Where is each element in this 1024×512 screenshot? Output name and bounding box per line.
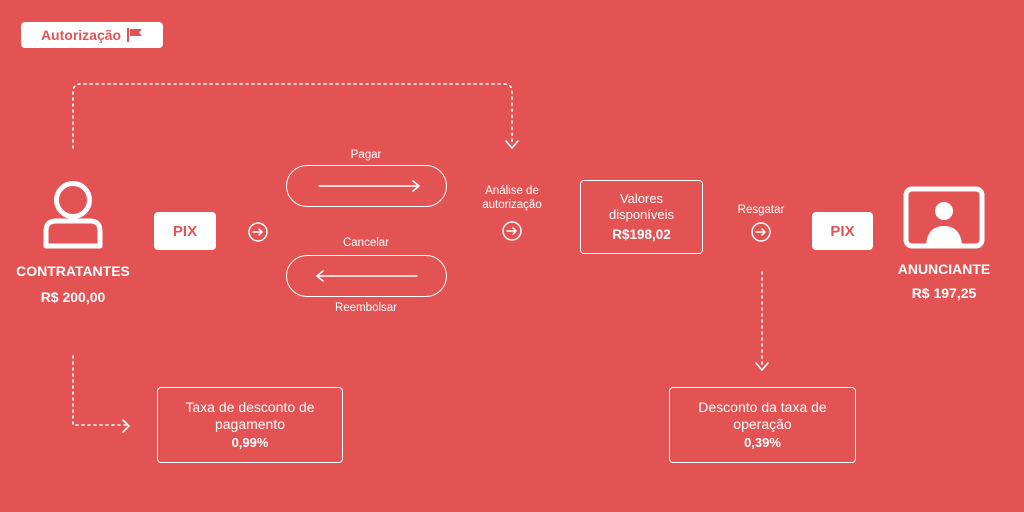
analysis-line2: autorização: [482, 199, 542, 211]
user-icon: [43, 181, 103, 249]
pay-pill: [286, 165, 447, 207]
available-values-box: Valores disponíveis R$198,02: [580, 180, 703, 254]
cancel-label: Cancelar: [342, 237, 390, 249]
available-amount: R$198,02: [612, 226, 671, 242]
refund-label: Reembolsar: [335, 302, 397, 314]
operation-fee-value: 0,39%: [744, 435, 781, 450]
pay-arrow: [318, 180, 421, 192]
payment-fee-box: Taxa de desconto de pagamento 0,99%: [157, 387, 343, 463]
arrow-circle-icon-3: [751, 222, 771, 242]
arrow-circle-icon-2: [502, 221, 522, 241]
arrow-circle-icon-1: [248, 222, 268, 242]
payment-fee-value: 0,99%: [231, 435, 269, 450]
top-dotted-connector: [72, 83, 513, 149]
right-connector-arrowhead: [755, 362, 769, 372]
authorization-badge: Autorização: [21, 22, 163, 48]
analysis-label: Análise de autorização: [462, 184, 562, 212]
left-dotted-connector: [72, 355, 129, 426]
anunciante-name: ANUNCIANTE: [897, 261, 991, 277]
contratantes-name: CONTRATANTES: [16, 263, 130, 279]
operation-fee-line2: operação: [733, 416, 792, 433]
cancel-arrow: [315, 270, 418, 282]
analysis-line1: Análise de: [485, 185, 539, 197]
left-connector-arrowhead: [122, 419, 131, 433]
pix-right-button: PIX: [812, 212, 873, 250]
available-line2: disponíveis: [608, 206, 675, 222]
payment-fee-line1: Taxa de desconto de: [185, 399, 315, 416]
available-line1: Valores: [619, 191, 664, 207]
cancel-pill: [286, 255, 447, 297]
operation-fee-line1: Desconto da taxa de: [698, 399, 827, 416]
badge-label: Autorização: [40, 27, 122, 43]
contratantes-amount: R$ 200,00: [40, 289, 106, 305]
withdraw-label: Resgatar: [737, 204, 785, 216]
operation-fee-box: Desconto da taxa de operação 0,39%: [669, 387, 856, 463]
payment-fee-line2: pagamento: [214, 416, 286, 433]
anunciante-amount: R$ 197,25: [911, 285, 977, 301]
top-connector-arrowhead: [505, 140, 519, 150]
pix-left-button: PIX: [154, 212, 216, 250]
pay-label: Pagar: [350, 149, 382, 161]
flag-icon: [127, 28, 143, 42]
profile-picture-icon: [903, 186, 985, 249]
